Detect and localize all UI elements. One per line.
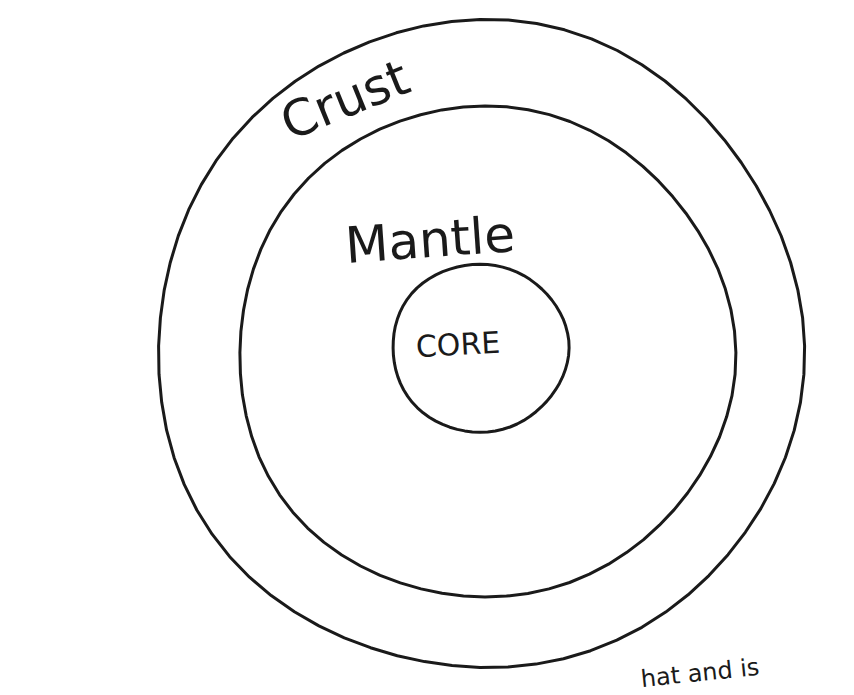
layer-label: Mantle — [344, 209, 517, 271]
core-layer: CORE — [390, 262, 570, 434]
layer-label: Crust — [274, 52, 416, 148]
circle-outline — [393, 264, 569, 432]
crust-layer: CrustMantleCORE — [155, 20, 805, 672]
layer-label: CORE — [415, 328, 501, 362]
note-text: hat and is — [640, 655, 761, 691]
circle-outline — [159, 19, 805, 667]
circle-outline — [240, 106, 736, 597]
mantle-layer: MantleCORE — [235, 105, 735, 600]
